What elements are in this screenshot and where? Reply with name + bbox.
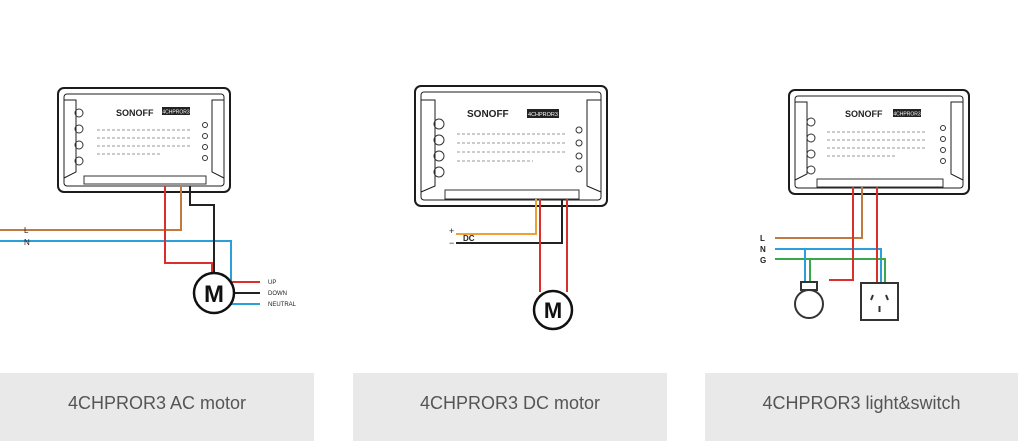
legend-down: DOWN [268, 291, 287, 297]
panel-ac-motor: SONOFF 4CHPROR3 L N [0, 0, 314, 441]
device-model: 4CHPROR3 [528, 112, 558, 118]
sonoff-device: SONOFF 4CHPROR3 [414, 85, 608, 207]
panel-caption: 4CHPROR3 DC motor [419, 393, 601, 413]
device-brand: SONOFF [467, 109, 509, 120]
motor-symbol: M [532, 289, 574, 331]
device-model: 4CHPROR3 [162, 110, 189, 116]
wiring [456, 199, 568, 292]
minus-label: − [449, 238, 454, 248]
line-label-l: L [760, 234, 765, 243]
dc-label: DC [463, 234, 475, 243]
motor-label: M [204, 281, 224, 308]
motor-symbol: M [192, 271, 236, 315]
device-model: 4CHPROR3 [893, 112, 920, 118]
diagram-canvas: SONOFF 4CHPROR3 L N [0, 0, 314, 373]
power-socket-icon [860, 282, 899, 321]
legend-neutral: NEUTRAL [268, 302, 297, 308]
panel-caption: 4CHPROR3 AC motor [67, 393, 247, 413]
motor-label: M [544, 298, 562, 323]
line-label-g: G [760, 256, 766, 265]
light-switch-wiring-diagram: SONOFF 4CHPROR3 L N G [760, 89, 970, 321]
sonoff-device: SONOFF 4CHPROR3 [57, 87, 231, 193]
wiring [775, 187, 886, 290]
dc-motor-wiring-diagram: SONOFF 4CHPROR3 + − DC M [414, 85, 608, 331]
sonoff-device: SONOFF 4CHPROR3 [788, 89, 970, 195]
line-label-n: N [760, 245, 766, 254]
line-label-n: N [24, 238, 30, 247]
panel-light-switch: SONOFF 4CHPROR3 L N G [705, 0, 1018, 441]
plus-label: + [449, 226, 454, 236]
panel-dc-motor: SONOFF 4CHPROR3 + − DC M [353, 0, 667, 441]
light-bulb-icon [794, 281, 824, 319]
device-brand: SONOFF [116, 108, 154, 118]
device-brand: SONOFF [845, 109, 883, 119]
legend-up: UP [268, 280, 276, 286]
panel-caption: 4CHPROR3 light&switch [762, 393, 961, 413]
ac-motor-wiring-diagram: SONOFF 4CHPROR3 L N [0, 87, 297, 315]
wiring [0, 186, 260, 305]
diagram-canvas: SONOFF 4CHPROR3 + − DC M [353, 0, 667, 373]
line-label-l: L [24, 226, 29, 235]
diagram-canvas: SONOFF 4CHPROR3 L N G [705, 0, 1018, 373]
